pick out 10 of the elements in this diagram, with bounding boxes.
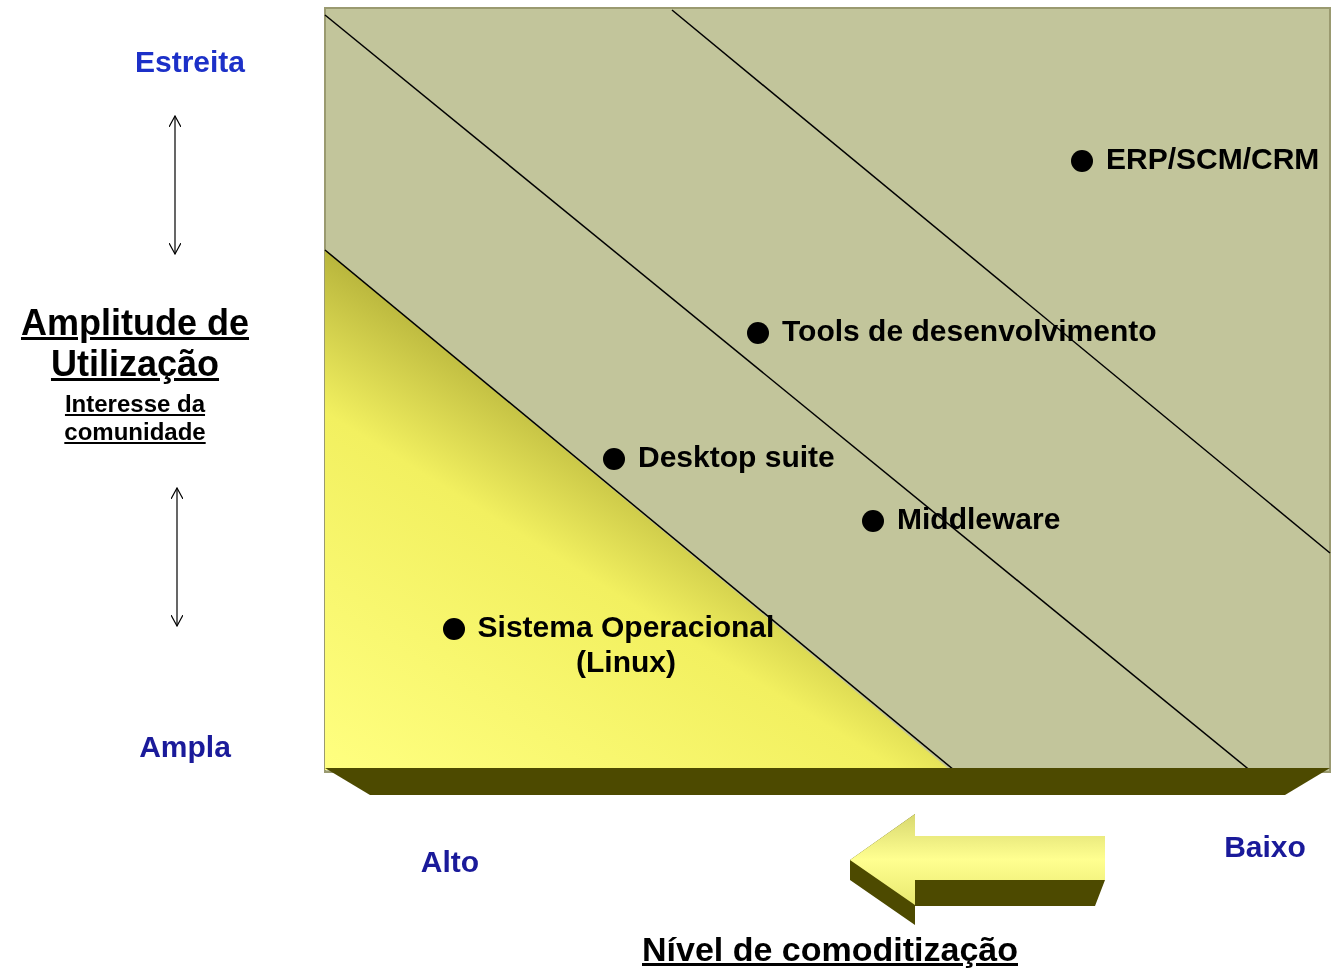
item-label: ERP/SCM/CRM — [1106, 142, 1321, 177]
axis-end-label: Estreita — [133, 45, 247, 80]
axis-title: Nível de comoditização — [641, 930, 1019, 970]
axis-title: Amplitude de Utilização — [20, 302, 250, 385]
item-label: Sistema Operacional (Linux) — [476, 610, 776, 679]
axis-end-label: Ampla — [138, 730, 232, 765]
item-label: Desktop suite — [638, 440, 836, 475]
axis-end-label: Baixo — [1223, 830, 1307, 865]
axis-subtitle: Interesse da comunidade — [63, 390, 207, 446]
axis-end-label: Alto — [419, 845, 481, 880]
